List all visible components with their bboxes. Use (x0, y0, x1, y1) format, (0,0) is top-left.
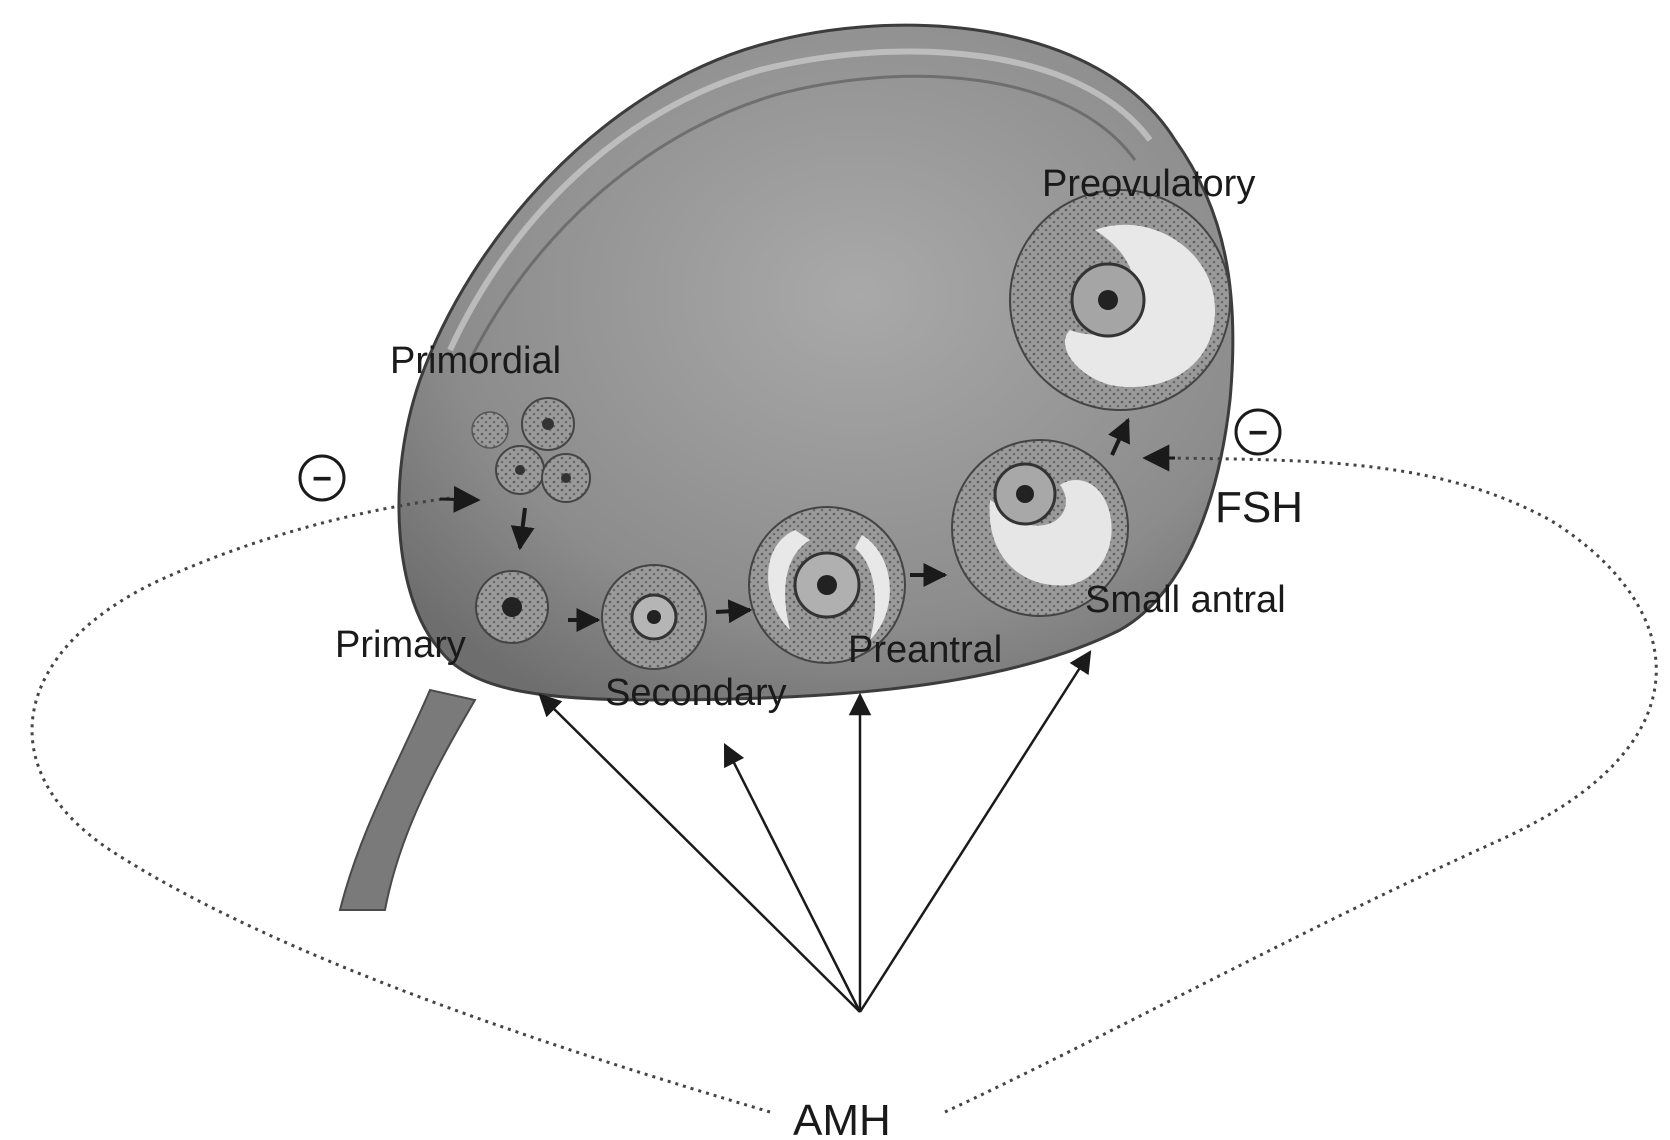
inhibition-arrow-primordial (440, 499, 478, 500)
inhibition-symbol-left: − (300, 456, 344, 500)
label-primordial: Primordial (390, 340, 561, 382)
preovulatory-follicle (1010, 190, 1230, 410)
label-preovulatory: Preovulatory (1042, 163, 1255, 205)
ovarian-ligament (340, 690, 475, 910)
secondary-follicle (602, 565, 706, 669)
label-fsh: FSH (1215, 483, 1303, 532)
label-primary: Primary (335, 624, 466, 666)
svg-text:−: − (312, 460, 332, 498)
inhibition-symbol-right: − (1236, 410, 1280, 454)
label-small-antral: Small antral (1085, 579, 1286, 621)
label-amh: AMH (793, 1096, 891, 1140)
svg-text:−: − (1248, 414, 1268, 452)
primary-follicle (476, 571, 548, 643)
label-preantral: Preantral (848, 629, 1002, 671)
label-secondary: Secondary (605, 672, 787, 714)
